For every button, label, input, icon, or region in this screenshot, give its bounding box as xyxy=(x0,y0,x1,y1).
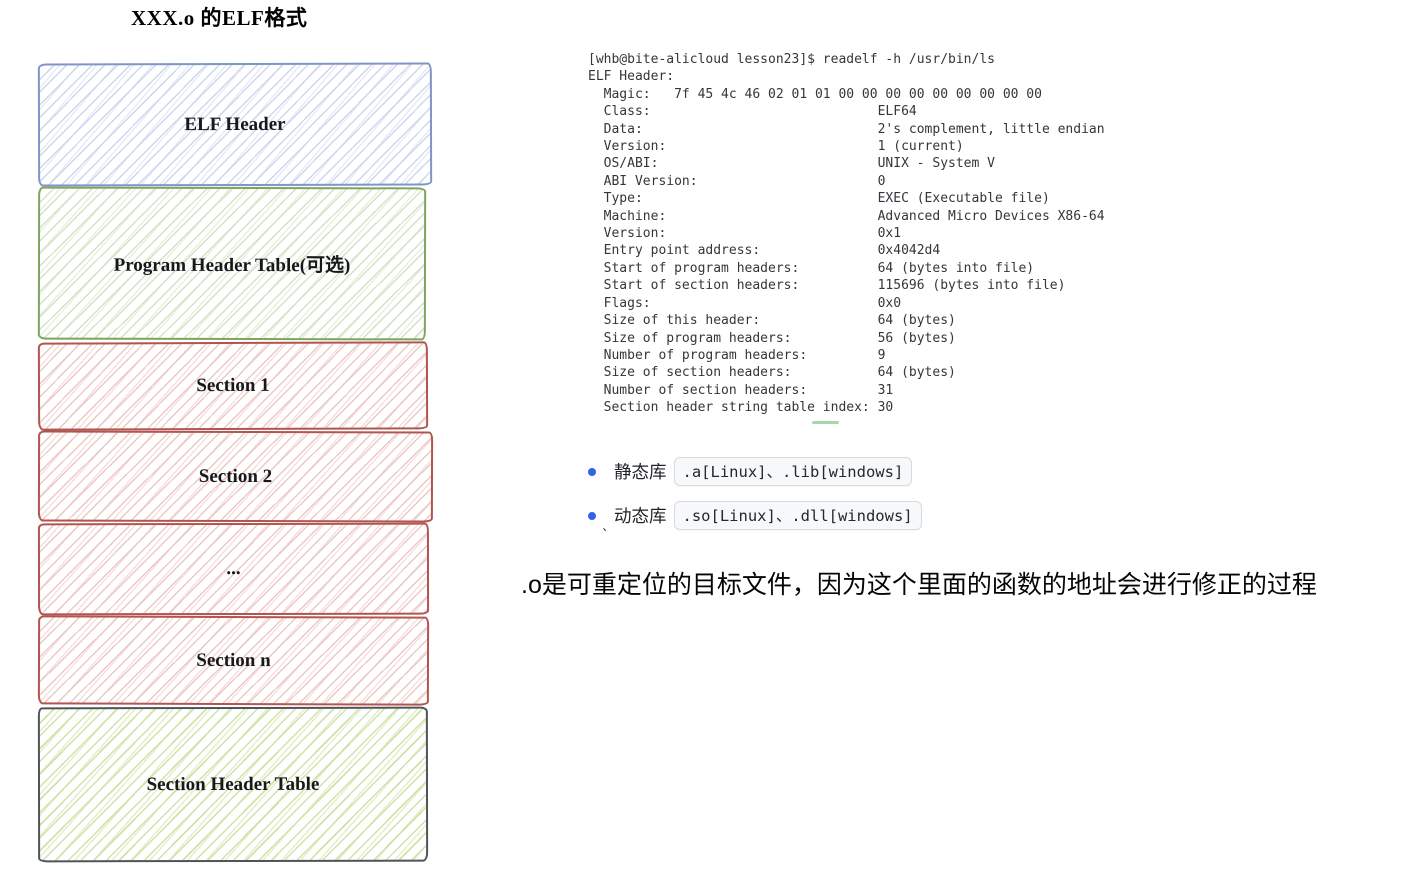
page-title: XXX.o 的ELF格式 xyxy=(131,6,308,30)
static-library-label: 静态库 xyxy=(614,462,667,482)
relocatable-object-note: .o是可重定位的目标文件，因为这个里面的函数的地址会进行修正的过程 xyxy=(521,571,1317,599)
diagram-box-label: Section 1 xyxy=(196,374,270,397)
dynamic-library-label: 动态库 xyxy=(614,506,667,526)
diagram-box-section-2: Section 2 xyxy=(37,430,434,523)
diagram-box-label: Program Header Table(可选) xyxy=(113,254,351,277)
static-library-extensions-code: .a[Linux]、.lib[windows] xyxy=(673,457,913,486)
diagram-box-section-1: Section 1 xyxy=(37,341,429,431)
diagram-box-section-ellipsis: ... xyxy=(37,522,430,616)
diagram-box-label: ... xyxy=(226,557,241,580)
diagram-box-label: Section Header Table xyxy=(146,773,320,795)
diagram-box-section-n: Section n xyxy=(37,615,430,706)
diagram-box-label: Section n xyxy=(196,649,271,671)
bullet-icon xyxy=(588,511,596,520)
diagram-box-section-header-table: Section Header Table xyxy=(37,706,429,863)
bullet-icon xyxy=(588,467,596,476)
dynamic-library-extensions-code: .so[Linux]、.dll[windows] xyxy=(673,501,922,530)
readelf-terminal-output: [whb@bite-alicloud lesson23]$ readelf -h… xyxy=(588,52,1105,416)
list-item-dynamic-library: 动态库 .so[Linux]、.dll[windows] xyxy=(588,501,922,530)
spellcheck-underline xyxy=(812,421,839,424)
list-item-static-library: 静态库 .a[Linux]、.lib[windows] xyxy=(588,457,913,486)
stray-backtick: ` xyxy=(601,528,610,544)
diagram-box-program-header-table: Program Header Table(可选) xyxy=(37,186,427,341)
diagram-box-label: Section 2 xyxy=(198,465,273,487)
diagram-box-label: ELF Header xyxy=(184,113,286,135)
diagram-box-elf-header: ELF Header xyxy=(37,62,433,187)
